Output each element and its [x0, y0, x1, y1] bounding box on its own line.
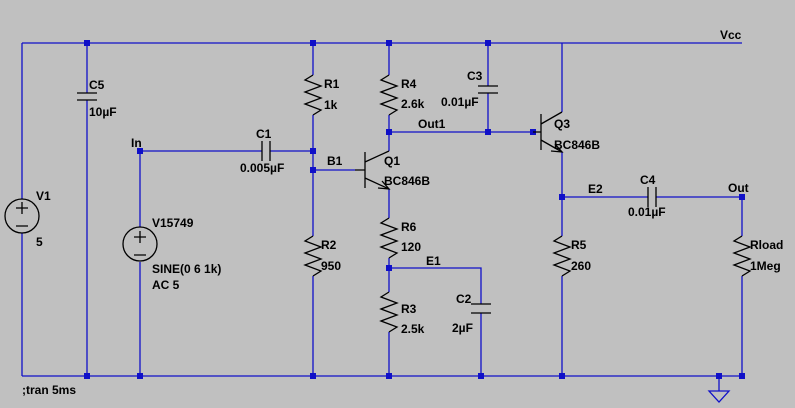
- v15749-ref: V15749: [152, 216, 194, 230]
- junction: [310, 373, 316, 379]
- junction: [559, 373, 565, 379]
- junction: [716, 373, 722, 379]
- net-label-vcc: Vcc: [720, 28, 742, 42]
- junction: [478, 373, 484, 379]
- junction: [739, 373, 745, 379]
- q1-ref: Q1: [384, 154, 400, 168]
- wire-in: [139, 150, 262, 376]
- r6-ref: R6: [401, 220, 417, 234]
- spice-directive[interactable]: ;tran 5ms: [22, 383, 76, 397]
- q1-symbol[interactable]: [355, 150, 391, 190]
- c4-ref: C4: [640, 173, 656, 187]
- junction: [310, 148, 316, 154]
- net-label-e2: E2: [588, 182, 603, 196]
- junction: [739, 194, 745, 200]
- junction: [386, 129, 392, 135]
- junction: [84, 40, 90, 46]
- v15749-ac: AC 5: [152, 278, 180, 292]
- v1-ref: V1: [36, 189, 51, 203]
- net-label-out: Out: [728, 181, 749, 195]
- r3-ref: R3: [401, 302, 417, 316]
- r6-value: 120: [401, 240, 421, 254]
- r2-value: 950: [321, 259, 341, 273]
- junction: [137, 373, 143, 379]
- net-label-in: In: [131, 136, 142, 150]
- junction: [84, 373, 90, 379]
- junction: [559, 194, 565, 200]
- c2-ref: C2: [456, 292, 472, 306]
- net-label-b1: B1: [327, 154, 343, 168]
- r1-ref: R1: [324, 77, 340, 91]
- v15749-value: SINE(0 6 1k): [152, 262, 221, 276]
- ground-icon: [707, 390, 731, 403]
- junction: [310, 167, 316, 173]
- rload-ref: Rload: [750, 238, 783, 252]
- c3-value: 0.01µF: [441, 95, 479, 109]
- c5-ref: C5: [89, 78, 105, 92]
- junction: [386, 373, 392, 379]
- c5-symbol[interactable]: [77, 92, 97, 101]
- junction: [137, 148, 143, 154]
- r6-symbol[interactable]: [379, 217, 399, 259]
- wire-e1: [389, 267, 482, 376]
- c2-value: 2µF: [452, 321, 473, 335]
- rload-value: 1Meg: [750, 259, 781, 273]
- r4-ref: R4: [401, 77, 417, 91]
- v1-symbol[interactable]: [4, 198, 40, 234]
- net-label-e1: E1: [426, 254, 441, 268]
- c1-symbol[interactable]: [261, 141, 271, 161]
- r1-value: 1k: [324, 98, 338, 112]
- c4-value: 0.01µF: [628, 205, 666, 219]
- r5-value: 260: [571, 259, 591, 273]
- c2-symbol[interactable]: [471, 303, 491, 314]
- q3-symbol[interactable]: [533, 111, 564, 153]
- c1-value: 0.005µF: [240, 161, 284, 175]
- r2-ref: R2: [321, 238, 337, 252]
- r4-symbol[interactable]: [379, 74, 399, 116]
- v15749-symbol[interactable]: [122, 226, 158, 262]
- rload-symbol[interactable]: [732, 235, 752, 277]
- q3-value: BC846B: [554, 138, 600, 152]
- net-label-out1: Out1: [418, 117, 446, 131]
- r1-symbol[interactable]: [303, 74, 323, 116]
- r2-symbol[interactable]: [303, 235, 323, 277]
- q3-ref: Q3: [554, 117, 570, 131]
- c5-value: 10µF: [89, 105, 117, 119]
- c3-symbol[interactable]: [478, 85, 498, 94]
- c1-ref: C1: [256, 127, 272, 141]
- junction: [386, 40, 392, 46]
- junction: [386, 265, 392, 271]
- c3-ref: C3: [467, 69, 483, 83]
- v1-value: 5: [36, 235, 43, 249]
- r5-ref: R5: [571, 238, 587, 252]
- q1-value: BC846B: [384, 174, 430, 188]
- r3-value: 2.5k: [401, 322, 425, 336]
- c4-symbol[interactable]: [647, 187, 657, 207]
- junction: [310, 40, 316, 46]
- r4-value: 2.6k: [401, 97, 425, 111]
- junction: [485, 40, 491, 46]
- r5-symbol[interactable]: [552, 235, 572, 277]
- junction: [485, 129, 491, 135]
- r3-symbol[interactable]: [379, 291, 399, 333]
